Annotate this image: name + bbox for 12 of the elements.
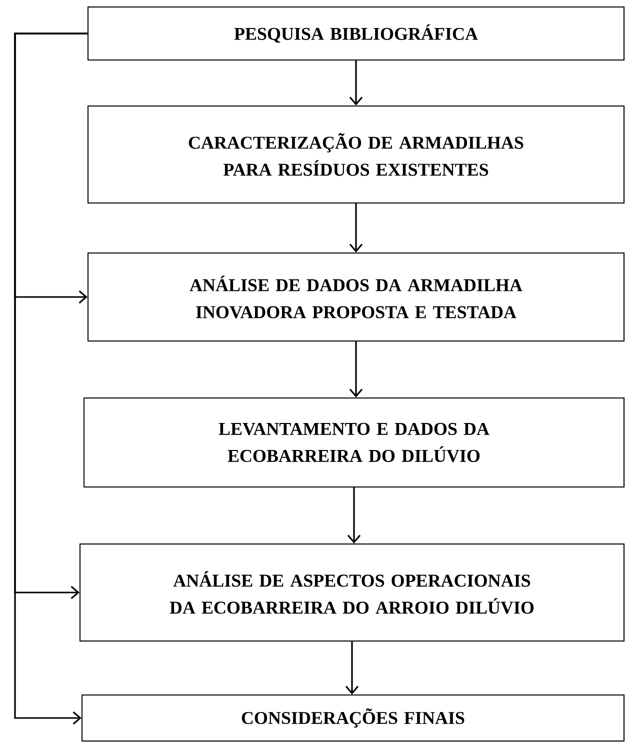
process-box: ANÁLISE DE DADOS DA ARMADILHA INOVADORA PROPOSTA E TESTADA [88,252,624,342]
arrow [14,32,88,725]
arrow [347,488,361,544]
arrow [349,204,363,252]
arrow [349,342,363,398]
arrow [345,642,359,694]
process-box: LEVANTAMENTO E DADOS DA ECOBARREIRA DO DILÚVIO [84,398,624,488]
arrow [349,60,363,106]
process-box: CARACTERIZAÇÃO DE ARMADILHAS PARA RESÍDUOS EXISTENTES [88,106,624,204]
process-box: ANÁLISE DE ASPECTOS OPERACIONAIS DA ECOBARREIRA DO ARROIO DILÚVIO [80,544,624,642]
process-box: PESQUISA BIBLIOGRÁFICA [88,6,624,60]
process-box: CONSIDERAÇÕES FINAIS [82,694,624,742]
